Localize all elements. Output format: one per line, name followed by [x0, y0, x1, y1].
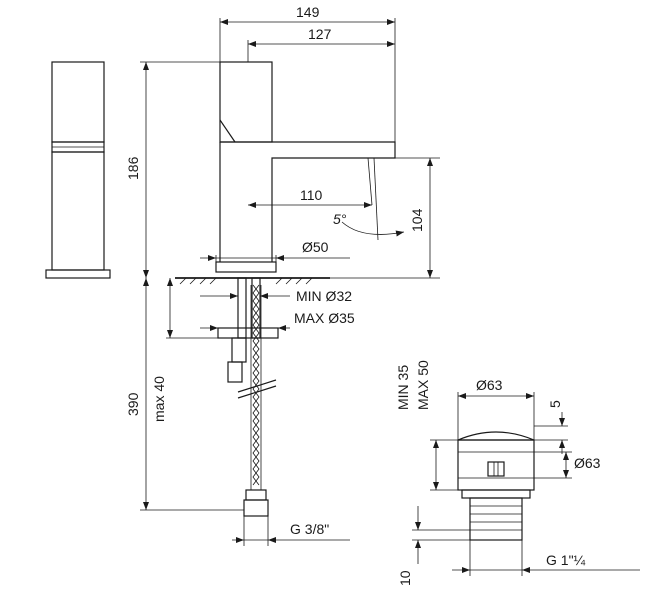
surface-hatch: [179, 277, 313, 285]
label-thickness-max: max 40: [151, 376, 167, 422]
label-hose-length: 390: [125, 392, 141, 416]
label-width-total: 149: [296, 4, 320, 20]
label-hole-min: MIN Ø32: [296, 288, 352, 304]
side-view: [45, 61, 111, 279]
label-height-total: 186: [125, 156, 141, 180]
label-hole-max: MAX Ø35: [294, 310, 355, 326]
label-spout-height: 104: [409, 208, 425, 232]
dimension-labels: 149 127 186 110 5° 104 Ø50 MIN Ø32 MAX Ø…: [125, 4, 601, 586]
label-waste-cap-diameter: Ø63: [476, 377, 503, 393]
label-waste-range-min: MIN 35: [395, 365, 411, 410]
waste-dimensions: [412, 392, 640, 576]
label-waste-bottom: 10: [397, 570, 413, 586]
label-waste-thread: G 1"¼: [546, 552, 586, 568]
label-hose-thread: G 3/8": [290, 521, 329, 537]
label-base-diameter: Ø50: [302, 239, 329, 255]
faucet-dimensions: [140, 18, 440, 546]
label-spout-reach: 110: [300, 187, 323, 203]
faucet-front-view: [175, 61, 396, 517]
label-waste-cap-height: 5: [547, 400, 563, 408]
label-width-spout: 127: [308, 26, 332, 42]
label-waste-body-diameter: Ø63: [574, 455, 601, 471]
label-angle: 5°: [333, 211, 347, 227]
waste-valve: [457, 431, 535, 541]
label-waste-range-max: MAX 50: [415, 360, 431, 410]
